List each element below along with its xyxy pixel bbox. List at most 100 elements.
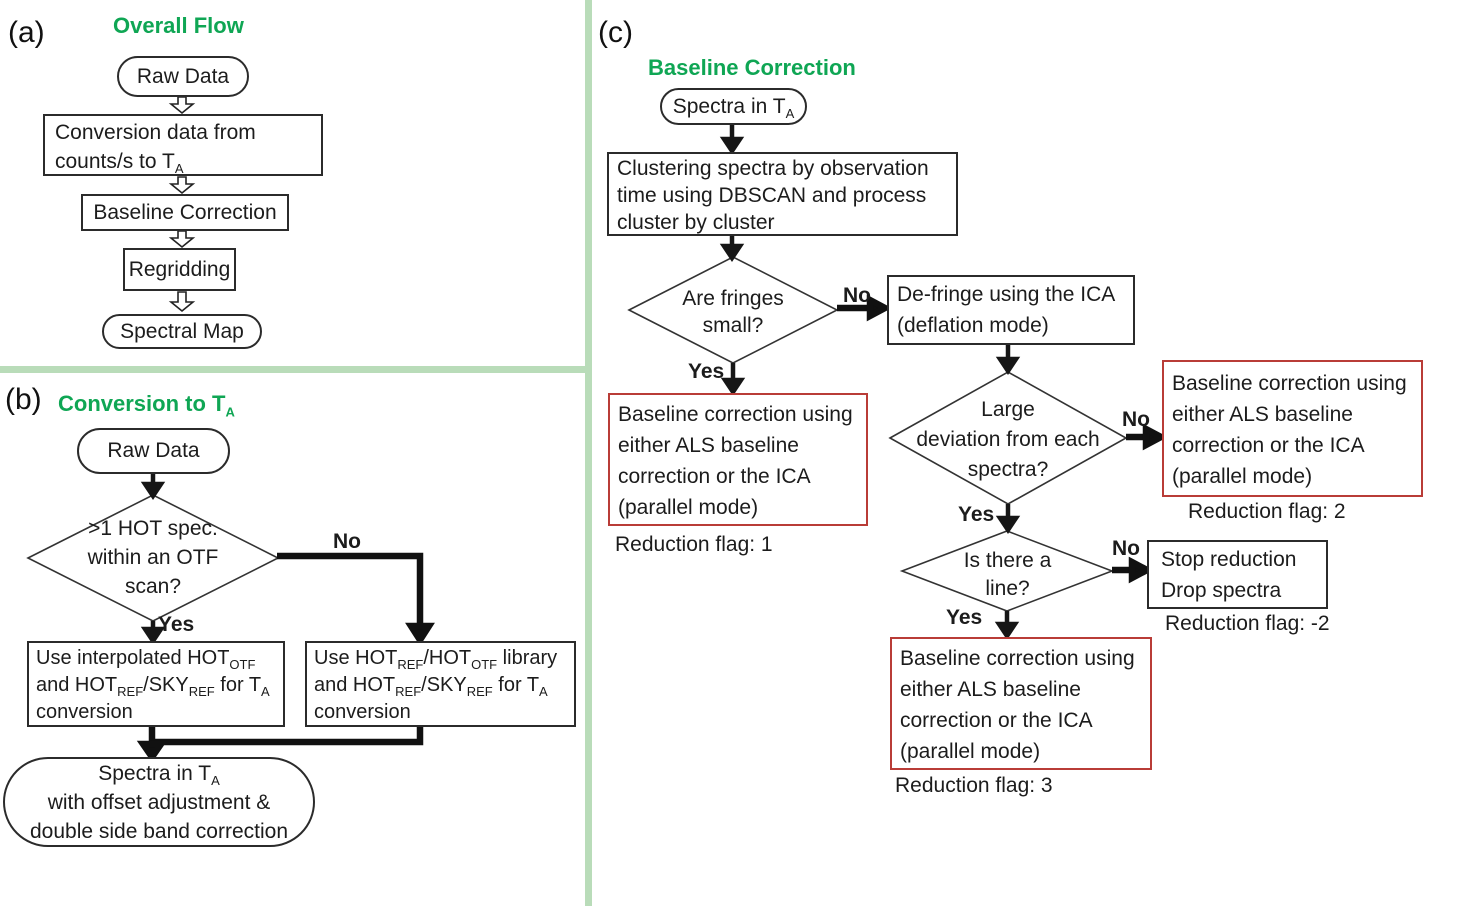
node-line: Use interpolated HOTOTF	[36, 645, 276, 672]
panel-divider-horizontal	[0, 366, 592, 373]
subscript: A	[539, 684, 548, 699]
text-part: counts/s to T	[55, 150, 175, 173]
arrow-line-no-to-stop	[1112, 556, 1154, 584]
text-part: Spectra in T	[98, 761, 212, 785]
node-spectral-map: Spectral Map	[102, 314, 262, 349]
node-baseline-redbox-1: Baseline correction using either ALS bas…	[608, 393, 868, 526]
node-defringe: De-fringe using the ICA (deflation mode)	[887, 275, 1135, 345]
text-part: Conversion to T	[58, 391, 226, 416]
node-line: with offset adjustment &	[47, 790, 271, 814]
node-line: (deflation mode)	[897, 314, 1049, 337]
node-line: double side band correction	[29, 819, 288, 843]
hollow-down-arrow-icon	[168, 176, 196, 195]
subscript: REF	[188, 684, 215, 699]
node-label: Spectral Map	[120, 319, 244, 343]
reduction-flag-3: Reduction flag: 3	[895, 774, 1053, 797]
node-line: Is there a	[963, 549, 1052, 572]
panel-divider-vertical	[585, 0, 592, 906]
node-line: and HOTREF/SKYREF for TA	[36, 672, 276, 699]
text-part: /SKY	[421, 674, 467, 696]
node-line: either ALS baseline	[1172, 403, 1353, 426]
node-line: Spectra in TA	[672, 94, 795, 121]
node-line: either ALS baseline	[900, 678, 1081, 701]
node-line: cluster by cluster	[617, 211, 775, 234]
elbow-no-branch-b	[277, 552, 435, 647]
node-line: Baseline correction using	[1172, 372, 1407, 395]
node-label: Raw Data	[107, 439, 200, 462]
text-part: and HOT	[36, 674, 118, 696]
arrow-rawdata-to-diamond-b	[140, 473, 166, 501]
node-line: either ALS baseline	[618, 434, 799, 457]
panel-a-title: Overall Flow	[113, 13, 244, 38]
text-part: /HOT	[423, 647, 472, 669]
yes-label-deviation: Yes	[958, 503, 995, 526]
node-line: conversion	[36, 701, 133, 723]
node-line: time using DBSCAN and process	[617, 184, 927, 207]
node-line: spectra?	[967, 458, 1049, 481]
node-line: Baseline correction using	[618, 403, 853, 426]
no-label-b: No	[333, 530, 361, 553]
text-part: for T	[492, 674, 540, 696]
node-use-interpolated-hot: Use interpolated HOTOTF and HOTREF/SKYRE…	[27, 641, 285, 727]
hollow-down-arrow-icon	[168, 291, 196, 313]
panel-b-label: (b)	[5, 383, 42, 416]
node-line: Stop reduction	[1161, 548, 1297, 571]
text-part: and HOT	[314, 674, 396, 696]
arrow-deviation-yes-to-line	[995, 504, 1021, 535]
node-line: counts/s to TA	[55, 147, 311, 176]
node-line: correction or the ICA	[1172, 434, 1365, 457]
reduction-flag-1: Reduction flag: 1	[615, 533, 773, 556]
arrow-cluster-to-fringes	[719, 236, 745, 263]
node-line: scan?	[124, 575, 182, 598]
node-baseline-correction-a: Baseline Correction	[81, 194, 289, 231]
elbow-merge-to-spectra-pill	[136, 725, 424, 763]
text-part: /SKY	[143, 674, 189, 696]
subscript: A	[785, 105, 795, 121]
text-part: library	[497, 647, 558, 669]
node-line: >1 HOT spec.	[88, 517, 218, 540]
text-part: Use interpolated HOT	[36, 647, 230, 669]
node-clustering: Clustering spectra by observation time u…	[607, 152, 958, 236]
node-line: Clustering spectra by observation	[617, 157, 929, 180]
node-line: De-fringe using the ICA	[897, 283, 1116, 306]
decision-deviation-text: Large deviation from each spectra?	[890, 395, 1126, 485]
subscript: A	[211, 772, 220, 788]
node-line: Baseline correction using	[900, 647, 1135, 670]
node-stop-reduction: Stop reduction Drop spectra	[1147, 540, 1328, 609]
node-line: correction or the ICA	[900, 709, 1093, 732]
node-line: (parallel mode)	[618, 496, 759, 519]
node-spectra-output: Spectra in TA with offset adjustment & d…	[3, 757, 315, 847]
yes-label-line: Yes	[946, 606, 983, 629]
text-part: Spectra in T	[672, 94, 786, 118]
text-part: Use HOT	[314, 647, 398, 669]
text-part: for T	[214, 674, 262, 696]
decision-line-text: Is there a line?	[920, 547, 1095, 603]
node-label: Baseline Correction	[93, 200, 277, 224]
subscript: REF	[397, 657, 424, 672]
decision-fringes-text: Are fringes small?	[653, 285, 813, 339]
node-line: conversion	[314, 701, 411, 723]
node-raw-data-a: Raw Data	[117, 56, 249, 97]
node-baseline-redbox-3: Baseline correction using either ALS bas…	[890, 637, 1152, 770]
subscript: OTF	[471, 657, 498, 672]
arrow-line-yes-to-redbox3	[994, 611, 1020, 641]
node-raw-data-b: Raw Data	[77, 428, 230, 474]
node-line: Drop spectra	[1161, 579, 1282, 602]
yes-label-fringes: Yes	[688, 360, 725, 383]
subscript: A	[174, 161, 184, 177]
subscript: REF	[395, 684, 422, 699]
node-regridding: Regridding	[123, 248, 236, 291]
node-line: (parallel mode)	[900, 740, 1041, 763]
panel-a-label: (a)	[8, 16, 45, 49]
hollow-down-arrow-icon	[168, 230, 196, 249]
no-label-fringes: No	[843, 284, 871, 307]
decision-hot-spec-text: >1 HOT spec. within an OTF scan?	[43, 514, 263, 601]
node-line: line?	[985, 577, 1030, 600]
arrow-defringe-to-deviation	[995, 345, 1021, 376]
subscript: REF	[117, 684, 144, 699]
reduction-flag-2: Reduction flag: 2	[1188, 500, 1346, 523]
subscript: A	[225, 404, 235, 420]
node-line: Large	[981, 398, 1035, 421]
node-use-hot-library: Use HOTREF/HOTOTF library and HOTREF/SKY…	[305, 641, 576, 727]
